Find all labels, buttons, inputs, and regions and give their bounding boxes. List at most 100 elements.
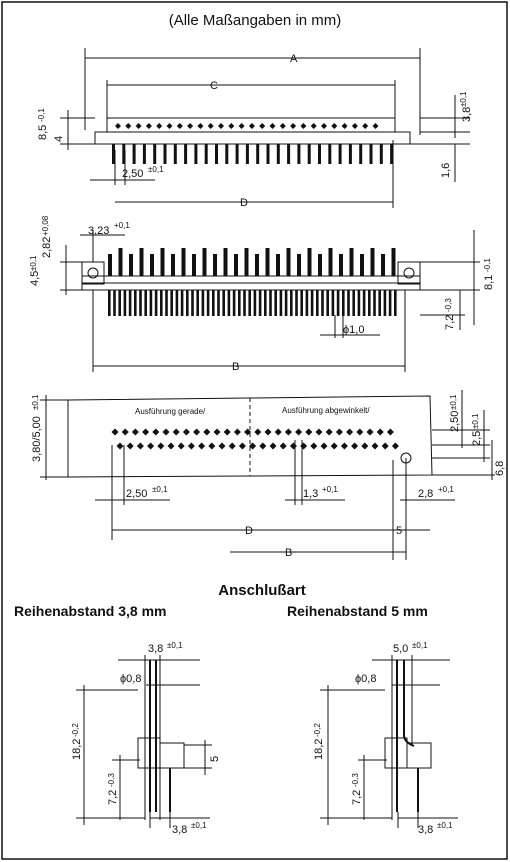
right-dim-bottom-label: 3,8	[418, 824, 433, 836]
pin	[347, 290, 350, 316]
pin	[264, 290, 267, 316]
pin	[163, 144, 167, 164]
pin-contact	[136, 442, 144, 450]
pin-contact	[351, 442, 359, 450]
right-dim-bottom-tol: ±0,1	[437, 821, 453, 830]
pin	[274, 290, 277, 316]
pin	[258, 290, 262, 316]
pin	[196, 290, 199, 316]
dim-5-label: 5	[396, 525, 402, 537]
pin-contact	[341, 123, 348, 129]
pin	[276, 144, 280, 164]
pin-contact	[325, 428, 333, 436]
pin-contact	[295, 428, 303, 436]
right-dim-top-label: 5,0	[393, 643, 408, 655]
pin	[307, 248, 312, 276]
pin-contact	[111, 428, 119, 436]
pin	[328, 144, 332, 164]
pin	[212, 290, 215, 316]
pin	[160, 290, 163, 316]
pin-contact	[228, 442, 236, 450]
dim-4-5-tol: ±0,1	[29, 255, 38, 271]
pin-contact	[331, 123, 338, 129]
pin-contact	[340, 442, 348, 450]
pin	[244, 248, 249, 276]
pin	[316, 290, 319, 316]
pin-contact	[386, 428, 394, 436]
pin	[286, 248, 291, 276]
pin	[227, 290, 231, 316]
dim-3-23-tol: +0,1	[114, 221, 130, 230]
dim-2-5-label: 2,5	[471, 431, 483, 446]
right-dim-7-2-label: 7,2	[351, 790, 363, 805]
pin-contact	[310, 442, 318, 450]
pin-contact	[321, 123, 327, 129]
pin-contact	[193, 428, 201, 436]
right-dim-top-tol: ±0,1	[412, 641, 428, 650]
dim-2-50h-tol: ±0,1	[152, 485, 168, 494]
pin	[307, 144, 311, 164]
pin-contact	[264, 428, 272, 436]
pin-contact	[228, 123, 235, 129]
pin	[122, 144, 126, 164]
dim-3-8-label: 3,8	[461, 107, 473, 122]
dim-d-label: D	[240, 197, 248, 209]
pin	[139, 248, 144, 276]
pin	[318, 254, 322, 276]
pin-contact	[156, 123, 163, 129]
dim-3-80-tol: ±0,1	[31, 394, 40, 410]
pin	[232, 290, 236, 316]
label-angled: Ausführung abgewinkelt/	[282, 406, 370, 415]
pin	[326, 290, 329, 316]
pin	[381, 254, 385, 276]
pin	[339, 254, 343, 276]
pin	[331, 290, 335, 316]
pin	[165, 290, 168, 316]
pin	[348, 144, 352, 164]
pin	[290, 290, 293, 316]
pin	[150, 254, 154, 276]
pin	[394, 290, 397, 316]
dim-7-2-label: 7,2	[444, 315, 456, 330]
pin	[225, 144, 229, 164]
pin-contact	[269, 123, 276, 129]
pin	[213, 254, 217, 276]
pin-contact	[238, 442, 246, 450]
pin	[223, 248, 228, 276]
pin-contact	[121, 428, 129, 436]
pin	[253, 290, 257, 316]
pin	[379, 144, 383, 164]
pin-contact	[362, 123, 369, 129]
pin-contact	[279, 442, 287, 450]
pin	[287, 144, 291, 164]
left-dim-top-label: 3,8	[148, 643, 163, 655]
dim-8-5-tol: -0,1	[37, 108, 46, 122]
pin	[144, 290, 147, 316]
pin	[284, 290, 288, 316]
dim-3-8-tol: ±0,1	[459, 91, 468, 107]
pin	[215, 144, 218, 164]
pin	[383, 290, 387, 316]
dim-3-80-label: 3,80/5,00	[31, 416, 43, 462]
pin-contact	[391, 442, 399, 450]
pin-contact	[361, 442, 369, 450]
bottom-view-pins	[111, 428, 399, 450]
pin	[217, 290, 220, 316]
pin-contact	[208, 442, 216, 450]
pin	[149, 290, 153, 316]
pin-contact	[305, 428, 313, 436]
dim-8-1-tol: -0,1	[483, 258, 492, 272]
pin-contact	[366, 428, 374, 436]
pin-contact	[320, 442, 328, 450]
dim-1-6-label: 1,6	[440, 163, 452, 178]
pin	[266, 144, 270, 164]
pin	[391, 248, 396, 276]
pin-contact	[300, 442, 308, 450]
pin-contact	[315, 428, 323, 436]
pin-contact	[157, 442, 165, 450]
pin	[108, 254, 112, 276]
side-view	[60, 230, 480, 372]
dim-1-3-tol: +0,1	[322, 485, 338, 494]
pin-contact	[166, 123, 173, 129]
